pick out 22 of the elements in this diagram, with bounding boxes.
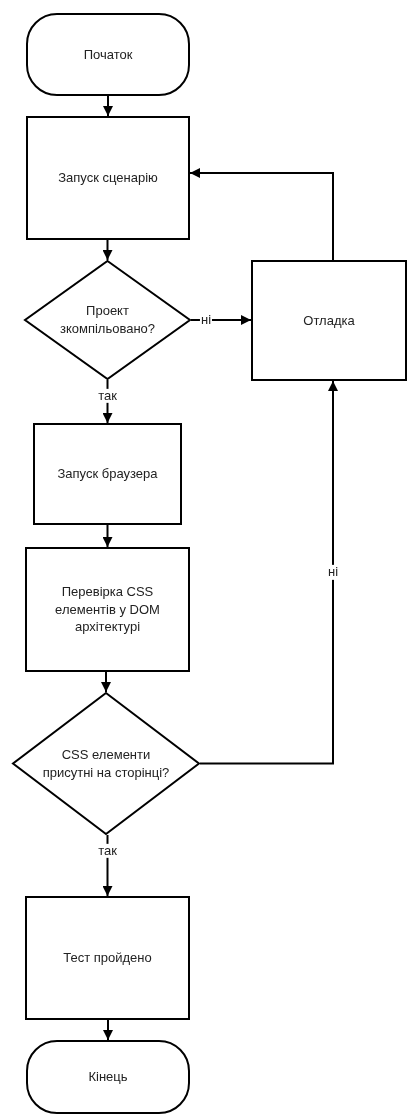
edge-label: так — [97, 388, 118, 404]
node-text: Запуск сценарію — [58, 169, 158, 187]
arrow — [189, 168, 334, 261]
edge-label: ні — [326, 565, 340, 580]
node-text: Кінець — [88, 1068, 128, 1086]
arrow — [102, 834, 113, 897]
node-text: Проект зкомпільовано? — [58, 302, 157, 338]
arrow — [102, 379, 113, 424]
arrow — [190, 315, 252, 325]
node-text: Перевірка CSS елементів у DOM архітектурі — [54, 583, 161, 636]
node-text: Тест пройдено — [63, 949, 152, 967]
edge-label: так — [97, 843, 118, 859]
arrow — [199, 380, 338, 765]
node-text: CSS елементи присутні на сторінці? — [41, 745, 171, 782]
arrow — [102, 239, 113, 261]
arrow — [101, 671, 111, 693]
node-text: Отладка — [303, 311, 355, 330]
arrow — [102, 524, 113, 548]
arrow — [103, 95, 113, 117]
node-text: Початок — [83, 45, 133, 64]
arrow — [103, 1019, 113, 1041]
node-text: Запуск браузера — [57, 465, 158, 483]
